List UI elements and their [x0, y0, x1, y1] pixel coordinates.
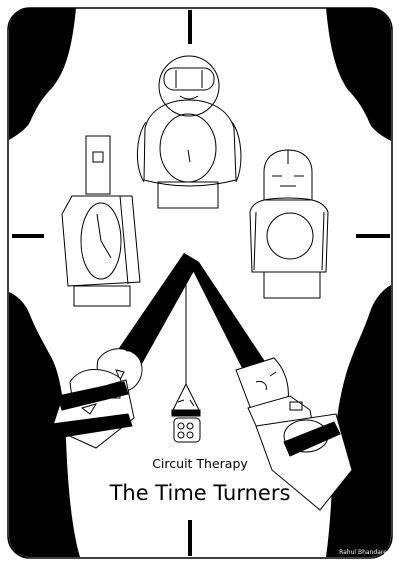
curtain-bottom-right: [326, 285, 391, 557]
curtain-top-left: [9, 8, 76, 140]
tick-mark-right: [356, 234, 390, 238]
robot-top: [136, 55, 242, 209]
poster-subtitle: Circuit Therapy: [152, 456, 248, 471]
clock-hand-right: [184, 253, 272, 384]
robot-bottom-right: [235, 357, 371, 515]
tick-mark-bottom: [188, 520, 192, 556]
artist-credit: Rahul Bhandare: [339, 549, 387, 556]
tick-mark-top: [188, 10, 192, 44]
curtain-bottom-left: [9, 292, 80, 557]
robot-pendulum: [171, 270, 201, 443]
curtain-top-right: [326, 8, 391, 141]
robot-bottom-left: [51, 342, 143, 449]
tick-mark-left: [12, 234, 44, 238]
robot-right: [249, 149, 329, 299]
poster-title: The Time Turners: [109, 481, 291, 505]
robot-left: [61, 135, 141, 307]
